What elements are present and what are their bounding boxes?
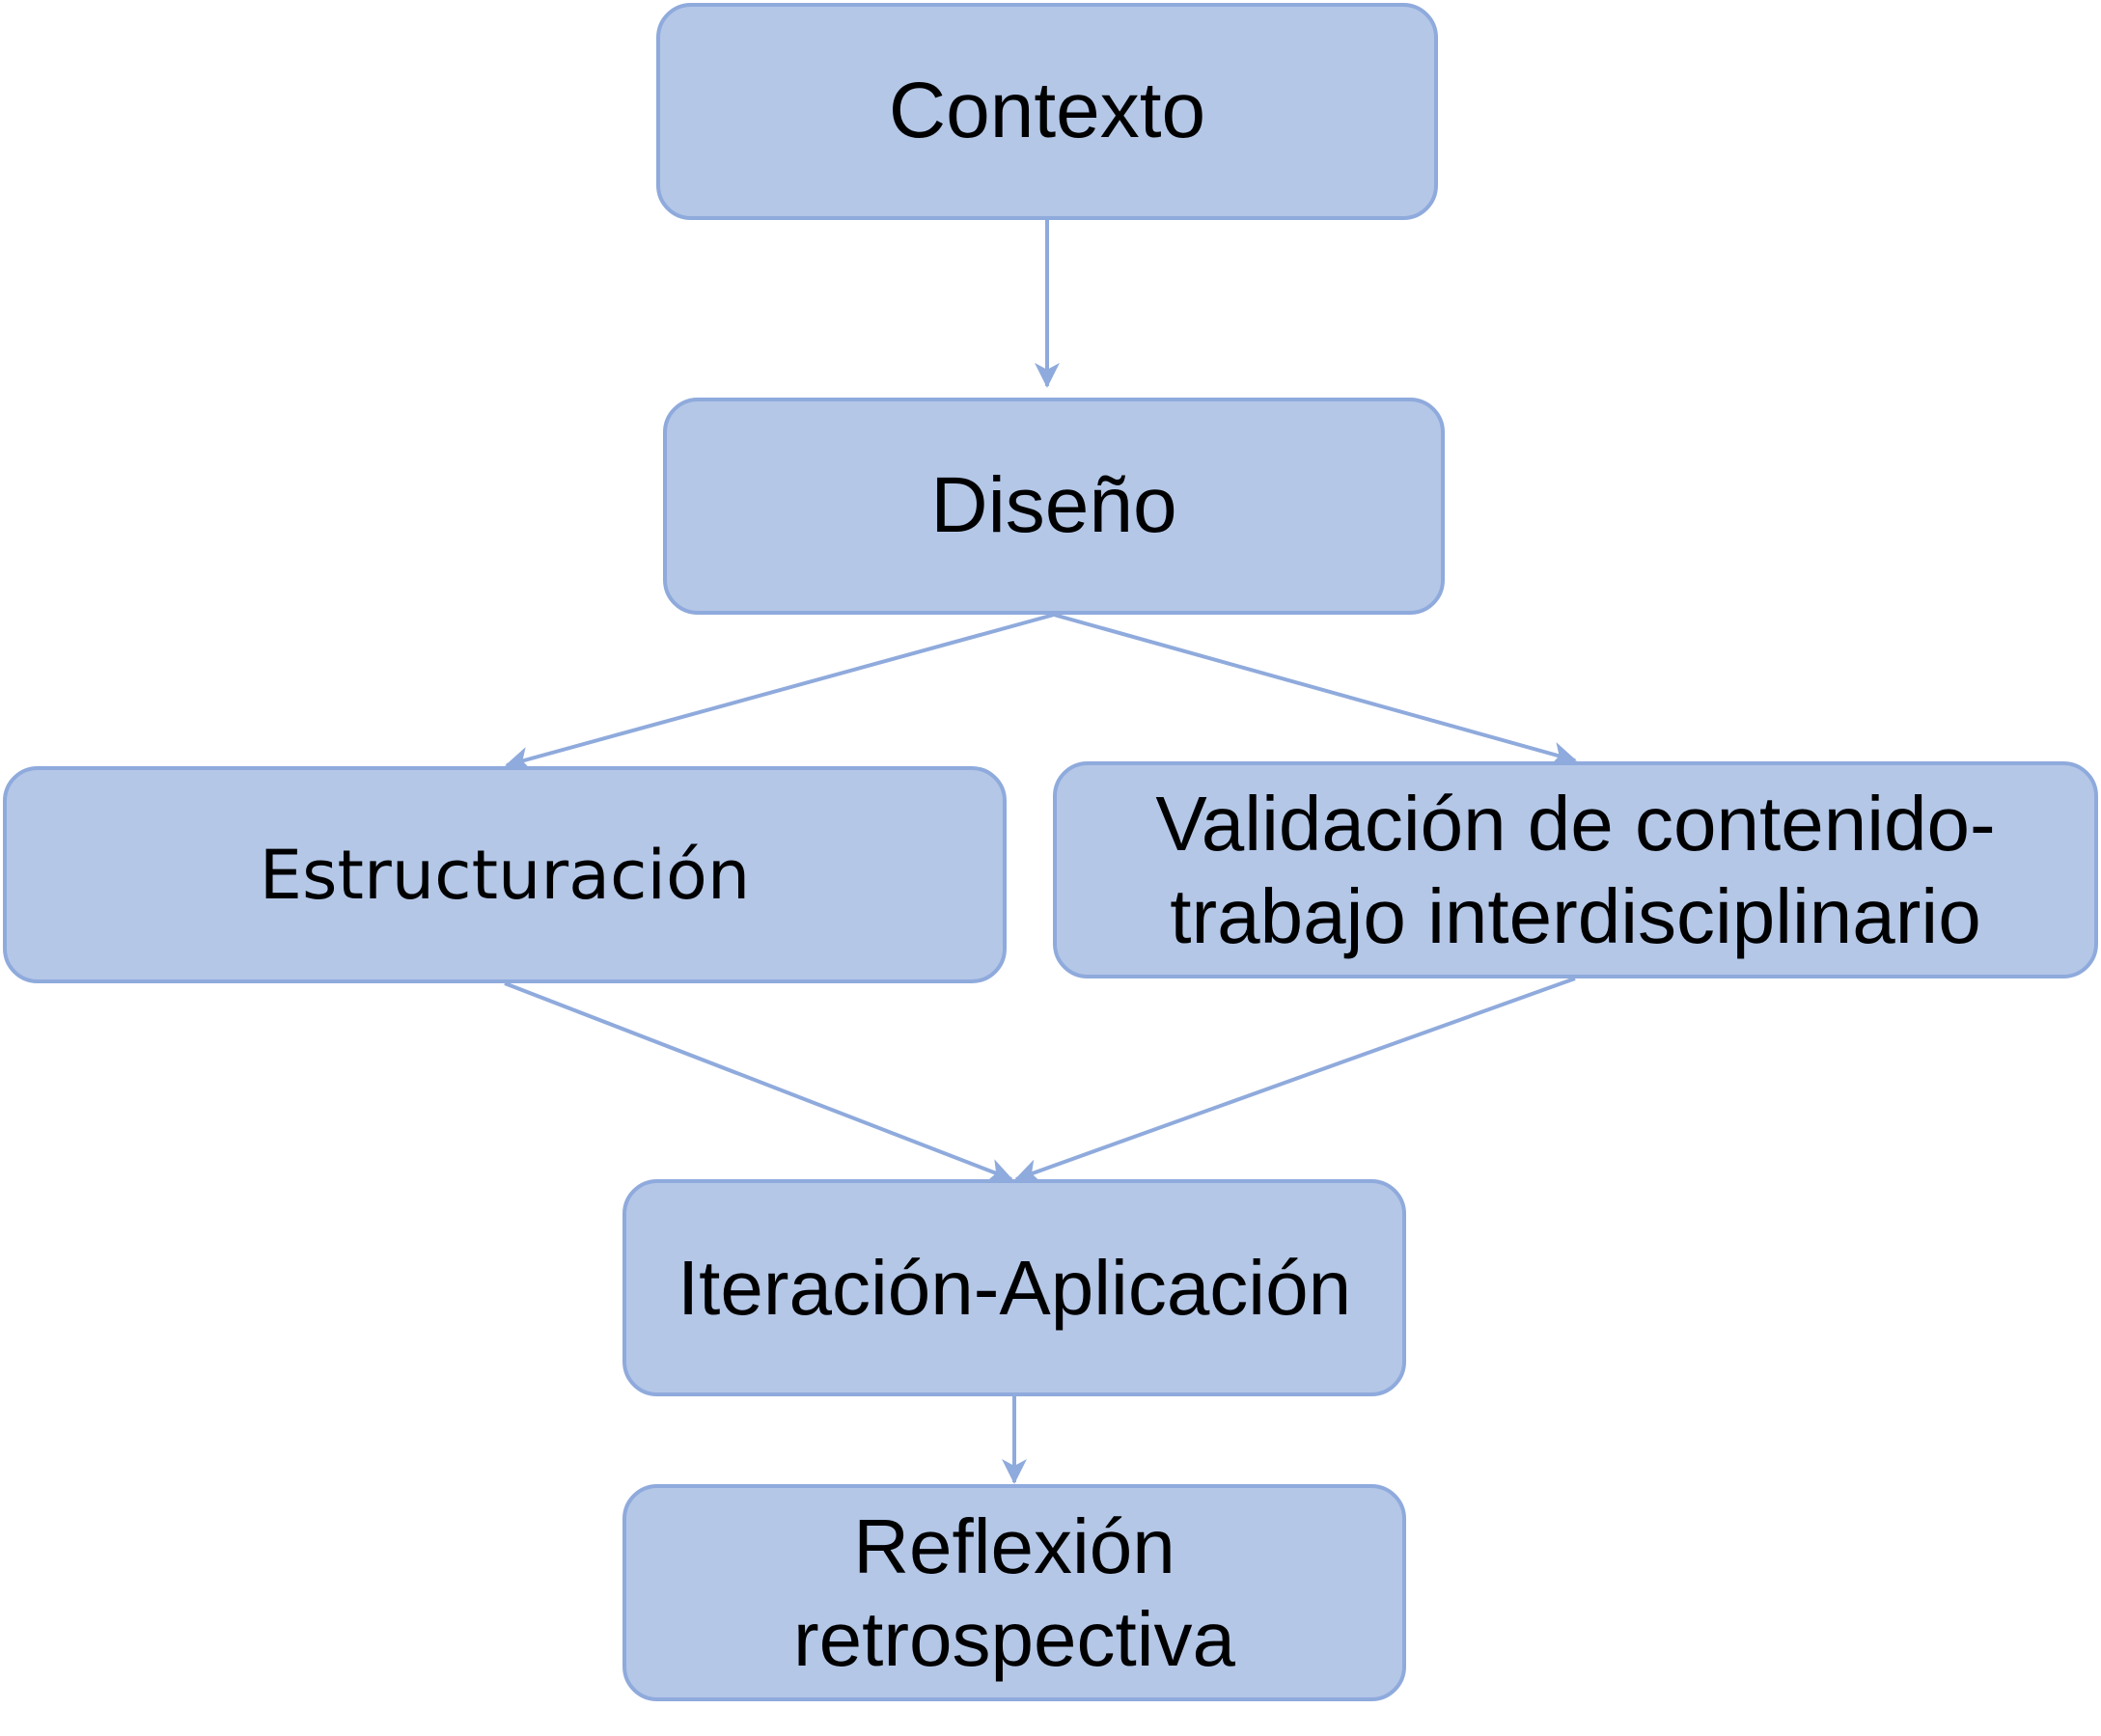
node-reflexion-line1: Reflexión <box>853 1502 1175 1589</box>
node-contexto: Contexto <box>656 3 1438 220</box>
arrow-estructuracion-to-iteracion <box>504 981 1013 1183</box>
node-validacion-line2: trabajo interdisciplinario <box>1170 872 1981 959</box>
node-estructuracion-label: Estructuración <box>259 835 751 915</box>
node-iteracion-label: Iteración-Aplicación <box>677 1244 1352 1331</box>
node-reflexion: Reflexión retrospectiva <box>622 1484 1406 1701</box>
node-contexto-label: Contexto <box>888 67 1206 155</box>
node-reflexion-line2: retrospectiva <box>793 1595 1235 1682</box>
node-iteracion: Iteración-Aplicación <box>622 1179 1406 1396</box>
node-estructuracion: Estructuración <box>3 766 1007 983</box>
arrow-diseno-to-validacion <box>1053 613 1577 767</box>
arrow-diseno-to-estructuracion <box>505 613 1055 772</box>
node-diseno: Diseño <box>663 398 1445 615</box>
node-validacion-line1: Validación de contenido- <box>1155 780 1996 867</box>
node-reflexion-text: Reflexión retrospectiva <box>793 1501 1235 1686</box>
node-diseno-label: Diseño <box>930 461 1177 550</box>
arrow-validacion-to-iteracion <box>1014 977 1576 1184</box>
node-validacion-text: Validación de contenido- trabajo interdi… <box>1155 778 1995 963</box>
node-validacion: Validación de contenido- trabajo interdi… <box>1053 761 2098 978</box>
